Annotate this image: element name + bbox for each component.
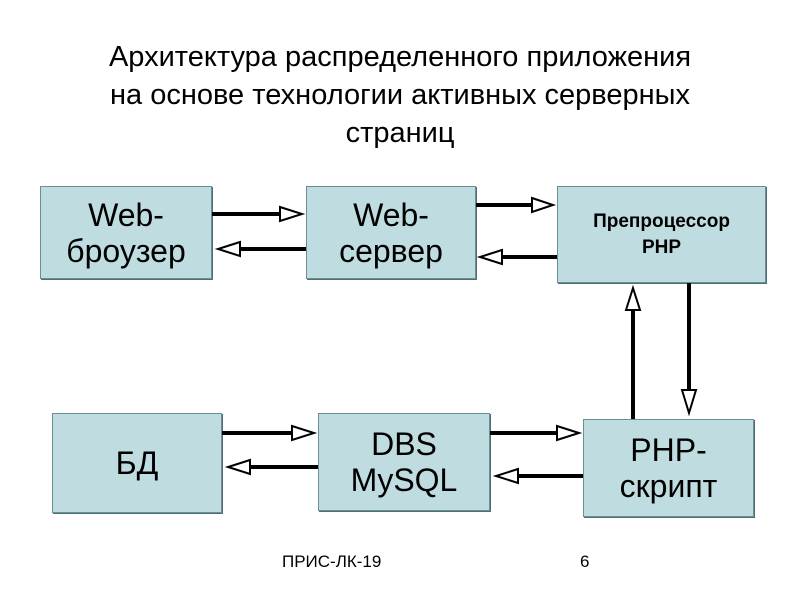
database-box: БД — [52, 413, 222, 513]
php-preprocessor-label-2: PHP — [641, 236, 682, 258]
title-line-2: на основе технологии активных серверных — [110, 79, 690, 111]
web-server-label-1: Web- — [353, 196, 429, 233]
title-line-3: страниц — [345, 117, 455, 149]
database-label: БД — [115, 445, 159, 481]
page-number: 6 — [580, 552, 590, 571]
web-browser-label-1: Web- — [88, 196, 164, 233]
title-line-1: Архитектура распределенного приложения — [108, 41, 692, 73]
arrowhead-preprocessor-to-script — [680, 389, 698, 417]
php-script-label-2: скрипт — [619, 468, 718, 504]
php-script-label-1: PHP- — [630, 432, 707, 468]
web-browser-box: Web- броузер — [40, 186, 212, 279]
footer-label: ПРИС-ЛК-19 — [282, 552, 382, 571]
php-preprocessor-box: Препроцессор PHP — [557, 186, 766, 283]
slide-title: Архитектура распределенного приложения н… — [0, 38, 800, 152]
dbs-mysql-box: DBS MySQL — [318, 413, 490, 511]
arrowhead-preprocessor-to-server — [476, 248, 503, 266]
arrowhead-db-to-dbs — [291, 424, 318, 442]
arrowhead-dbs-to-db — [224, 458, 251, 476]
dbs-mysql-label-1: DBS — [371, 426, 437, 462]
arrowhead-script-to-dbs — [492, 467, 519, 485]
arrowhead-script-to-preprocessor — [624, 284, 642, 311]
arrowhead-browser-to-server — [279, 205, 306, 223]
web-browser-label-2: броузер — [66, 232, 186, 269]
web-server-label-2: сервер — [339, 232, 443, 269]
dbs-mysql-label-2: MySQL — [350, 462, 458, 498]
php-preprocessor-label-1: Препроцессор — [593, 210, 730, 232]
php-script-box: PHP- скрипт — [583, 419, 754, 517]
arrowhead-server-to-preprocessor — [531, 196, 557, 214]
arrowhead-dbs-to-script — [556, 424, 583, 442]
web-server-box: Web- сервер — [306, 186, 476, 279]
arrowhead-server-to-browser — [214, 240, 241, 258]
